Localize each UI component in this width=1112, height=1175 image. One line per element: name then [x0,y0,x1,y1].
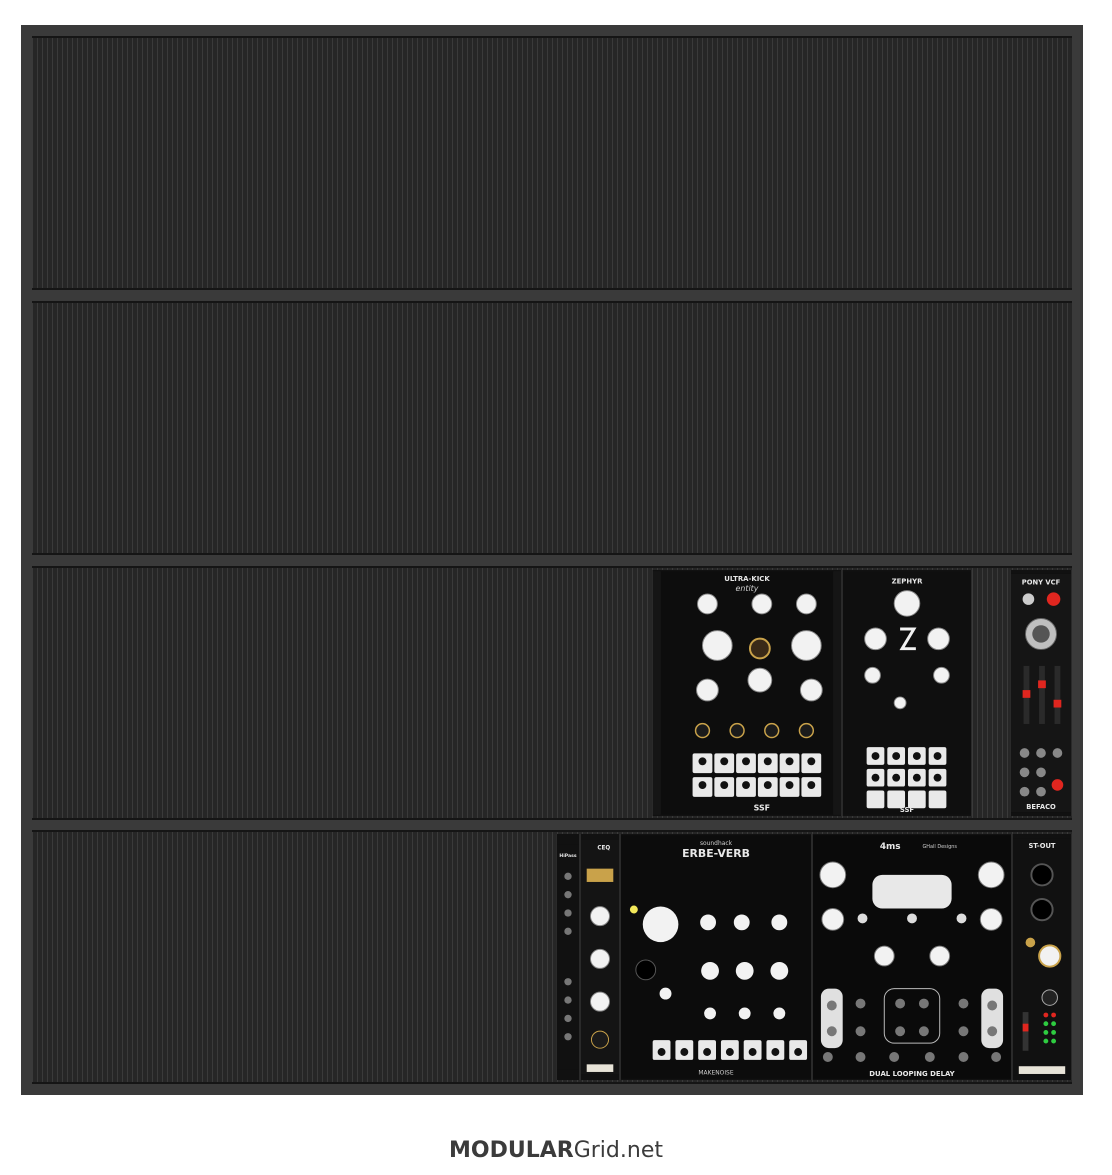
rack-frame: ULTRA-KICK entity [21,25,1083,1095]
dld-maker: GHall Designs [922,844,957,850]
dld-title: DUAL LOOPING DELAY [869,1070,955,1078]
rack-row-1[interactable] [32,36,1072,290]
ultra-kick-panel: ULTRA-KICK entity [653,571,841,815]
rack-row-2[interactable] [32,301,1072,555]
zephyr-title: ZEPHYR [892,578,923,586]
rack-row-4[interactable]: HiPass CEQ soundhack ERBE-VERB [32,830,1072,1084]
modulargrid-footer-logo[interactable]: MODULARGrid.net [0,1138,1112,1163]
ultra-kick-title: ULTRA-KICK [724,575,770,583]
zephyr-maker: SSF [900,806,915,814]
hipass-panel: HiPass [557,844,579,1070]
ceq-title: CEQ [597,846,610,852]
module-ultra-kick[interactable]: ULTRA-KICK entity [652,570,842,816]
module-dual-looping-delay[interactable]: 4ms GHall Designs DUAL LOOPING DELAY [812,834,1012,1080]
footer-brand-rest: Grid.net [573,1138,663,1163]
module-ceq[interactable]: CEQ [580,834,620,1080]
dld-brand: 4ms [880,842,901,852]
erbe-verb-maker: MAKENOISE [698,1070,733,1077]
ultra-kick-brand: entity [736,584,759,593]
erbe-verb-panel: soundhack ERBE-VERB MAKENOISE [621,835,811,1079]
module-hipass[interactable]: HiPass [556,834,580,1080]
st-out-title: ST-OUT [1028,842,1055,850]
module-erbe-verb[interactable]: soundhack ERBE-VERB MAKENOISE [620,834,812,1080]
pony-vcf-maker: BEFACO [1026,803,1056,811]
ceq-panel: CEQ [581,840,619,1074]
module-st-out[interactable]: ST-OUT [1012,834,1072,1080]
rack-row-3[interactable]: ULTRA-KICK entity [32,566,1072,820]
zephyr-panel: ZEPHYR SSF [843,571,971,814]
ultra-kick-maker: SSF [754,804,770,813]
module-zephyr[interactable]: ZEPHYR SSF [842,570,972,816]
module-pony-vcf[interactable]: PONY VCF BEFACO [1010,570,1072,816]
pony-vcf-panel: PONY VCF BEFACO [1011,573,1071,813]
dual-looping-delay-panel: 4ms GHall Designs DUAL LOOPING DELAY [813,835,1011,1079]
st-out-panel: ST-OUT [1013,838,1071,1076]
erbe-verb-brand: soundhack [700,840,733,847]
erbe-verb-title: ERBE-VERB [682,847,750,860]
pony-vcf-title: PONY VCF [1022,579,1061,587]
hipass-title: HiPass [559,853,576,859]
footer-brand-bold: MODULAR [449,1138,574,1163]
